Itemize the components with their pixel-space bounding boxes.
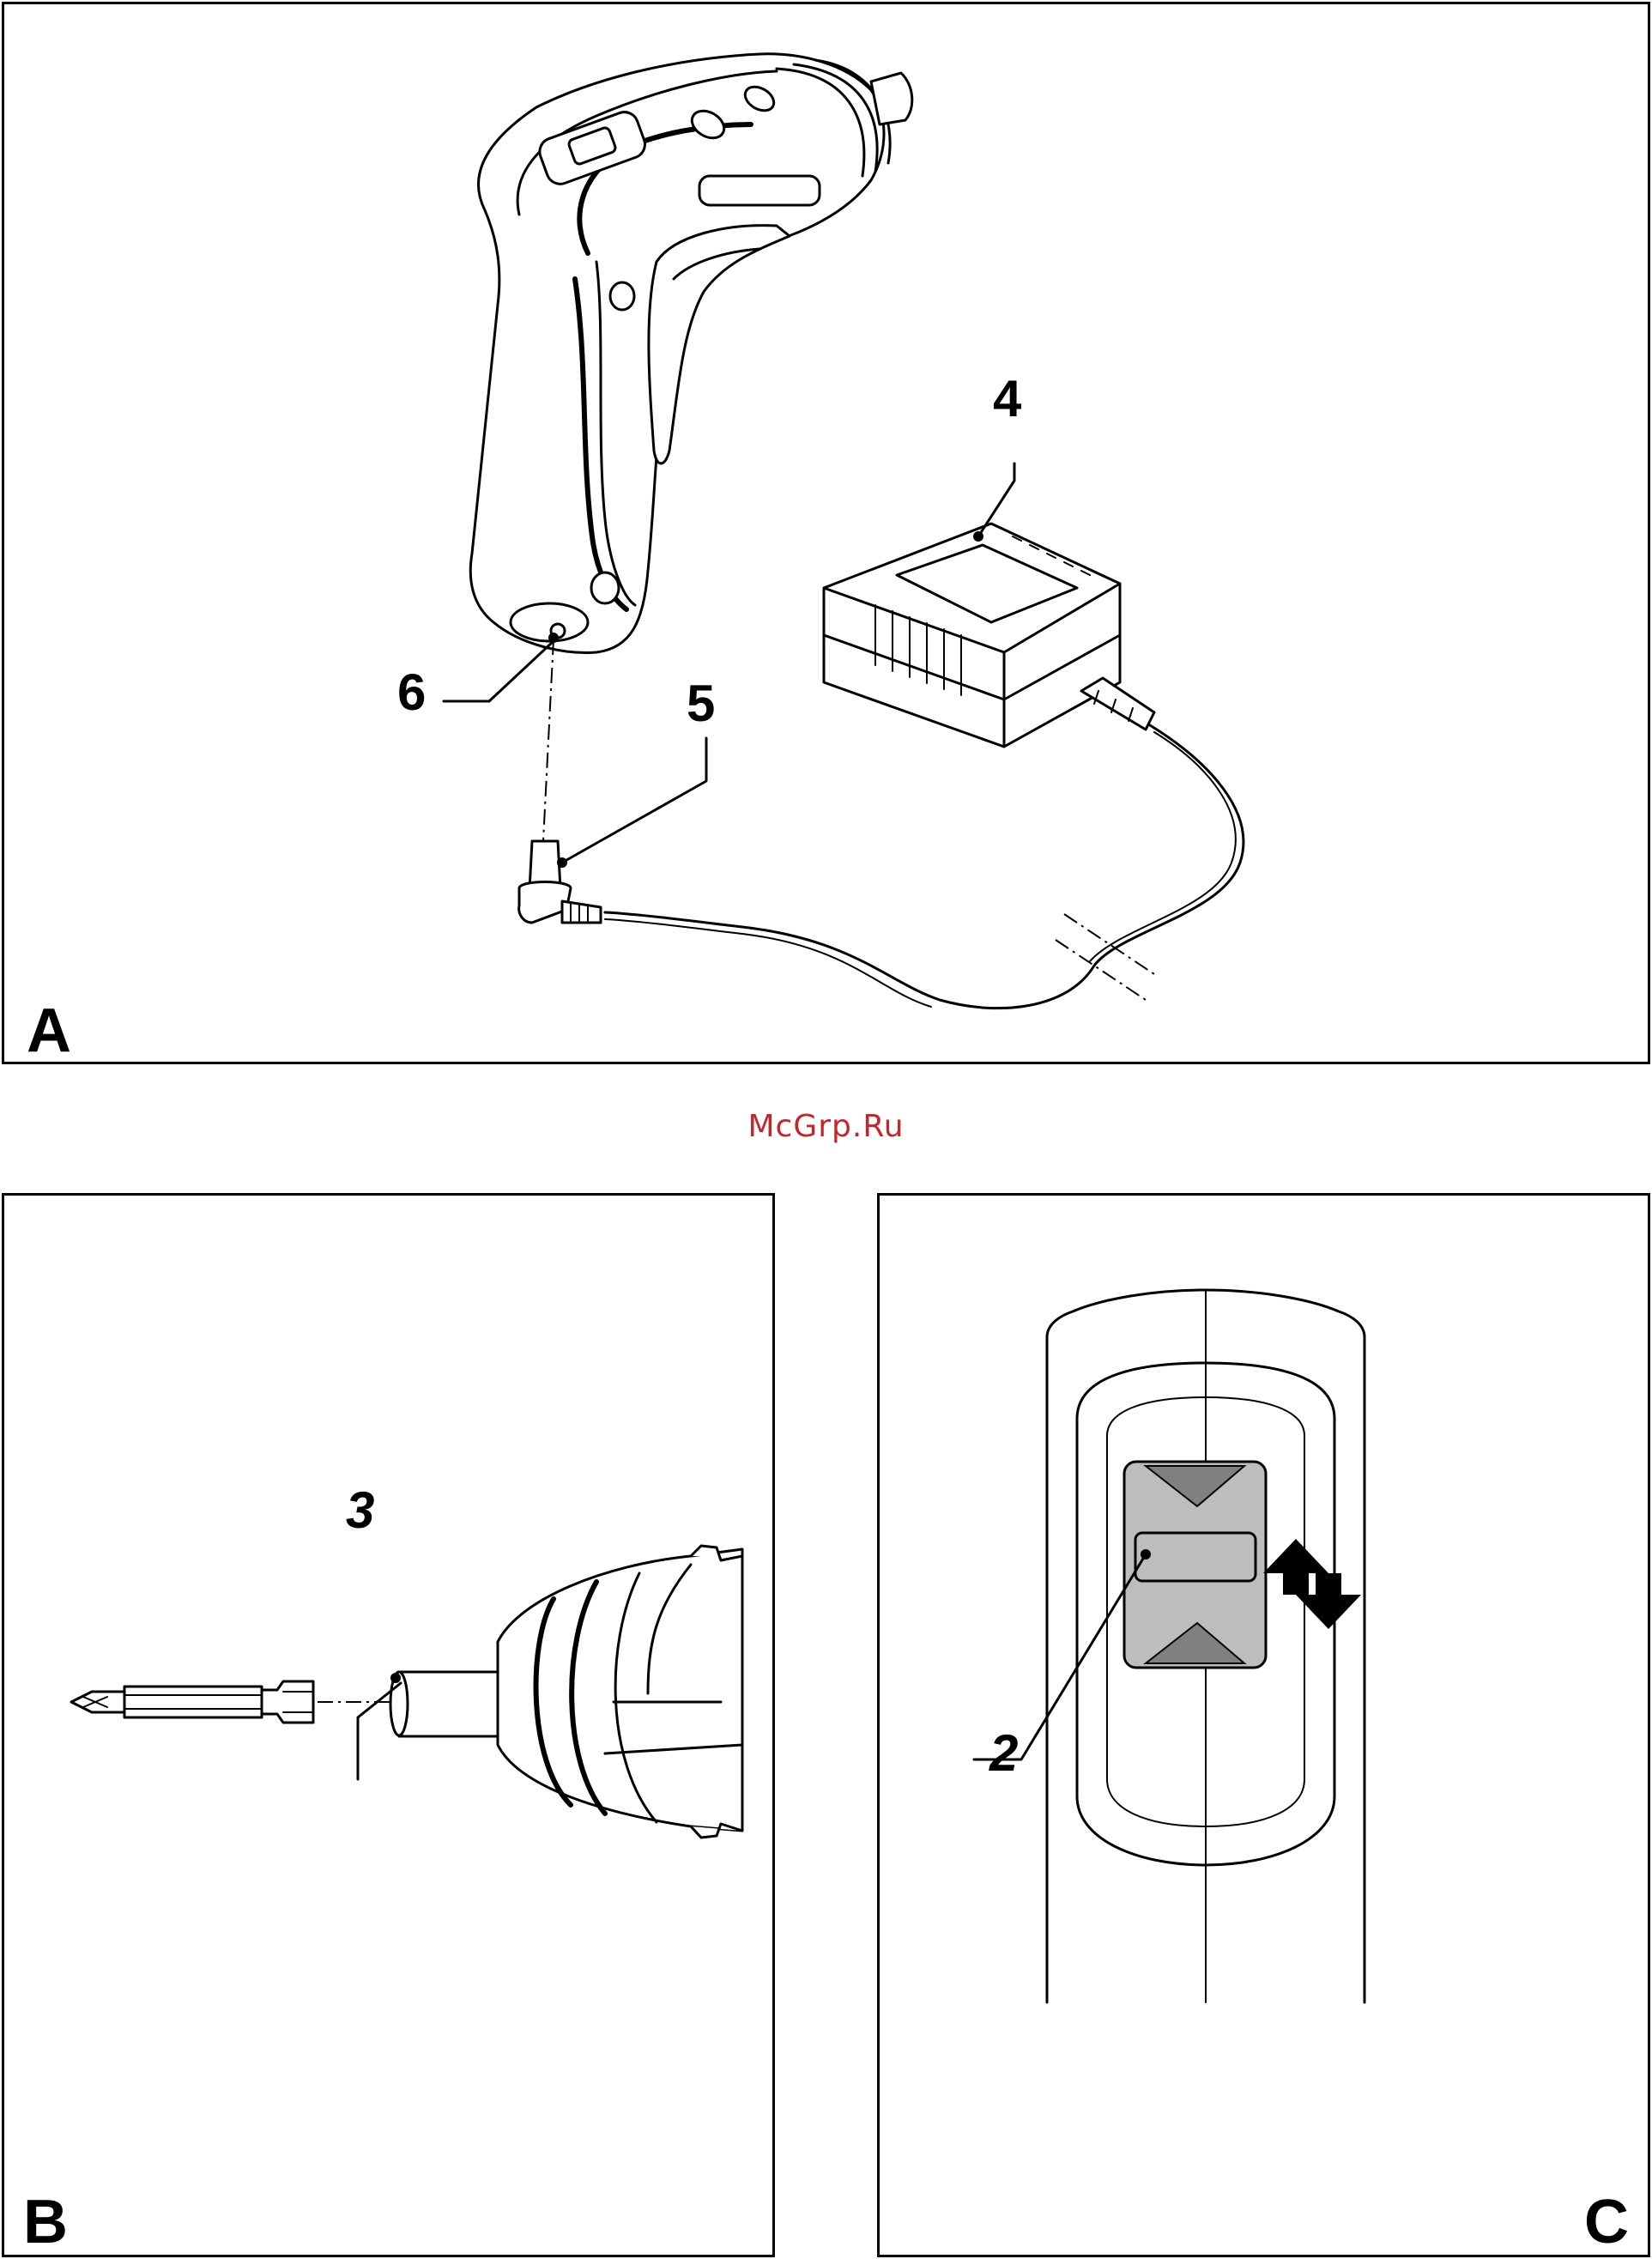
callout-switch: 2 (989, 1728, 1018, 1779)
arrow-up-icon-shape (1319, 1522, 1376, 1543)
panel-b: 3 B (2, 1193, 775, 2257)
panel-b-drawing (4, 1196, 775, 2257)
watermark: McGrp.Ru (0, 1109, 1652, 1144)
panel-letter-c: C (1584, 2191, 1629, 2253)
panel-letter-a: A (27, 1000, 71, 1062)
switch (1124, 1462, 1266, 1668)
callout-socket: 6 (397, 667, 426, 718)
callout-bit-holder: 3 (346, 1485, 374, 1536)
screwdriver-icon (470, 54, 912, 653)
bit-icon (71, 1681, 313, 1723)
panel-a-drawing (4, 4, 1650, 1064)
callout-plug: 5 (687, 678, 715, 730)
callout-charger: 4 (993, 373, 1021, 425)
plug-icon (519, 841, 601, 923)
panel-a: 4 5 6 A (2, 2, 1650, 1064)
charger-icon (824, 524, 1154, 747)
panel-c: 2 C (877, 1193, 1650, 2257)
panel-letter-b: B (23, 2191, 68, 2253)
bit-holder (390, 1546, 742, 1838)
